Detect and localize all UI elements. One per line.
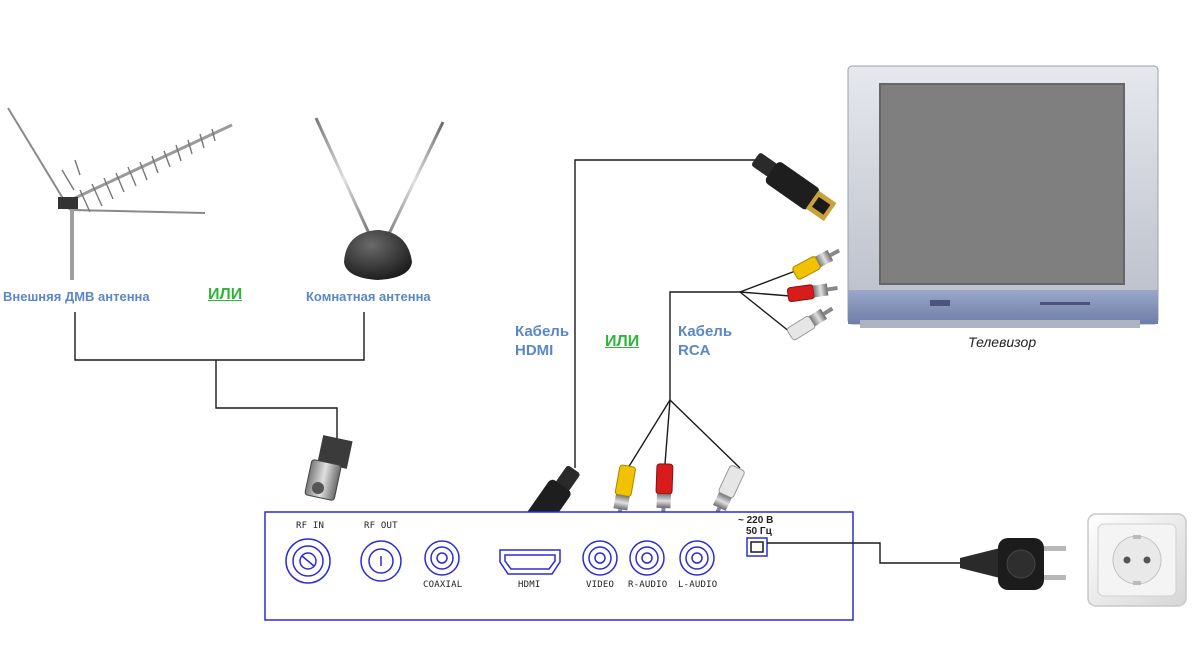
hdmi-cable-label-line1: Кабель [515, 323, 570, 340]
outdoor-antenna-label: Внешняя ДМВ антенна [3, 289, 150, 304]
rca-cable-label: Кабель RCA [678, 322, 732, 360]
r-audio-port [629, 540, 665, 576]
power-input-port [746, 537, 768, 557]
l-audio-label: L-AUDIO [678, 580, 718, 590]
wall-socket-icon [1087, 513, 1187, 607]
power-plug-icon [960, 538, 1066, 590]
rca-plug-icon [786, 283, 838, 303]
coaxial-label: COAXIAL [423, 580, 463, 590]
rf-out-port [360, 540, 402, 582]
indoor-antenna-label: Комнатная антенна [306, 289, 431, 304]
hdmi-cable [574, 159, 760, 468]
or-antennas-label: ИЛИ [208, 286, 243, 303]
hdmi-cable-label: Кабель HDMI [515, 322, 569, 360]
rf-in-port [285, 538, 331, 584]
tv-label: Телевизор [968, 334, 1037, 350]
f-connector-icon [304, 435, 353, 501]
rca-cable-label-line1: Кабель [678, 323, 733, 340]
hdmi-plug-icon [752, 153, 837, 222]
indoor-antenna-icon [314, 117, 445, 280]
r-audio-label: R-AUDIO [628, 580, 668, 590]
rca-plug-icon [786, 306, 834, 341]
power-cable [767, 542, 990, 564]
hdmi-port [499, 549, 561, 575]
tv-icon [847, 65, 1159, 328]
rf-in-label: RF IN [296, 521, 325, 531]
coaxial-port [424, 540, 460, 576]
video-port [582, 540, 618, 576]
rca-plug-icon [613, 464, 636, 520]
rca-cable [627, 269, 799, 469]
rf-out-label: RF OUT [364, 521, 398, 531]
power-frequency: 50 Гц [746, 526, 772, 537]
power-voltage: ~ 220 В [738, 515, 774, 526]
or-cables-label: ИЛИ [605, 333, 640, 350]
rca-plug-icon [655, 463, 674, 519]
rca-cable-label-line2: RCA [678, 342, 711, 359]
antenna-wiring [74, 312, 365, 440]
hdmi-label: HDMI [518, 580, 541, 590]
hdmi-cable-label-line2: HDMI [515, 342, 554, 359]
outdoor-antenna-icon [7, 107, 233, 280]
receiver-back-panel [264, 511, 854, 621]
power-rating-label: ~ 220 В 50 Гц [738, 515, 773, 537]
video-label: VIDEO [586, 580, 615, 590]
l-audio-port [679, 540, 715, 576]
rca-plug-icon [792, 248, 841, 280]
